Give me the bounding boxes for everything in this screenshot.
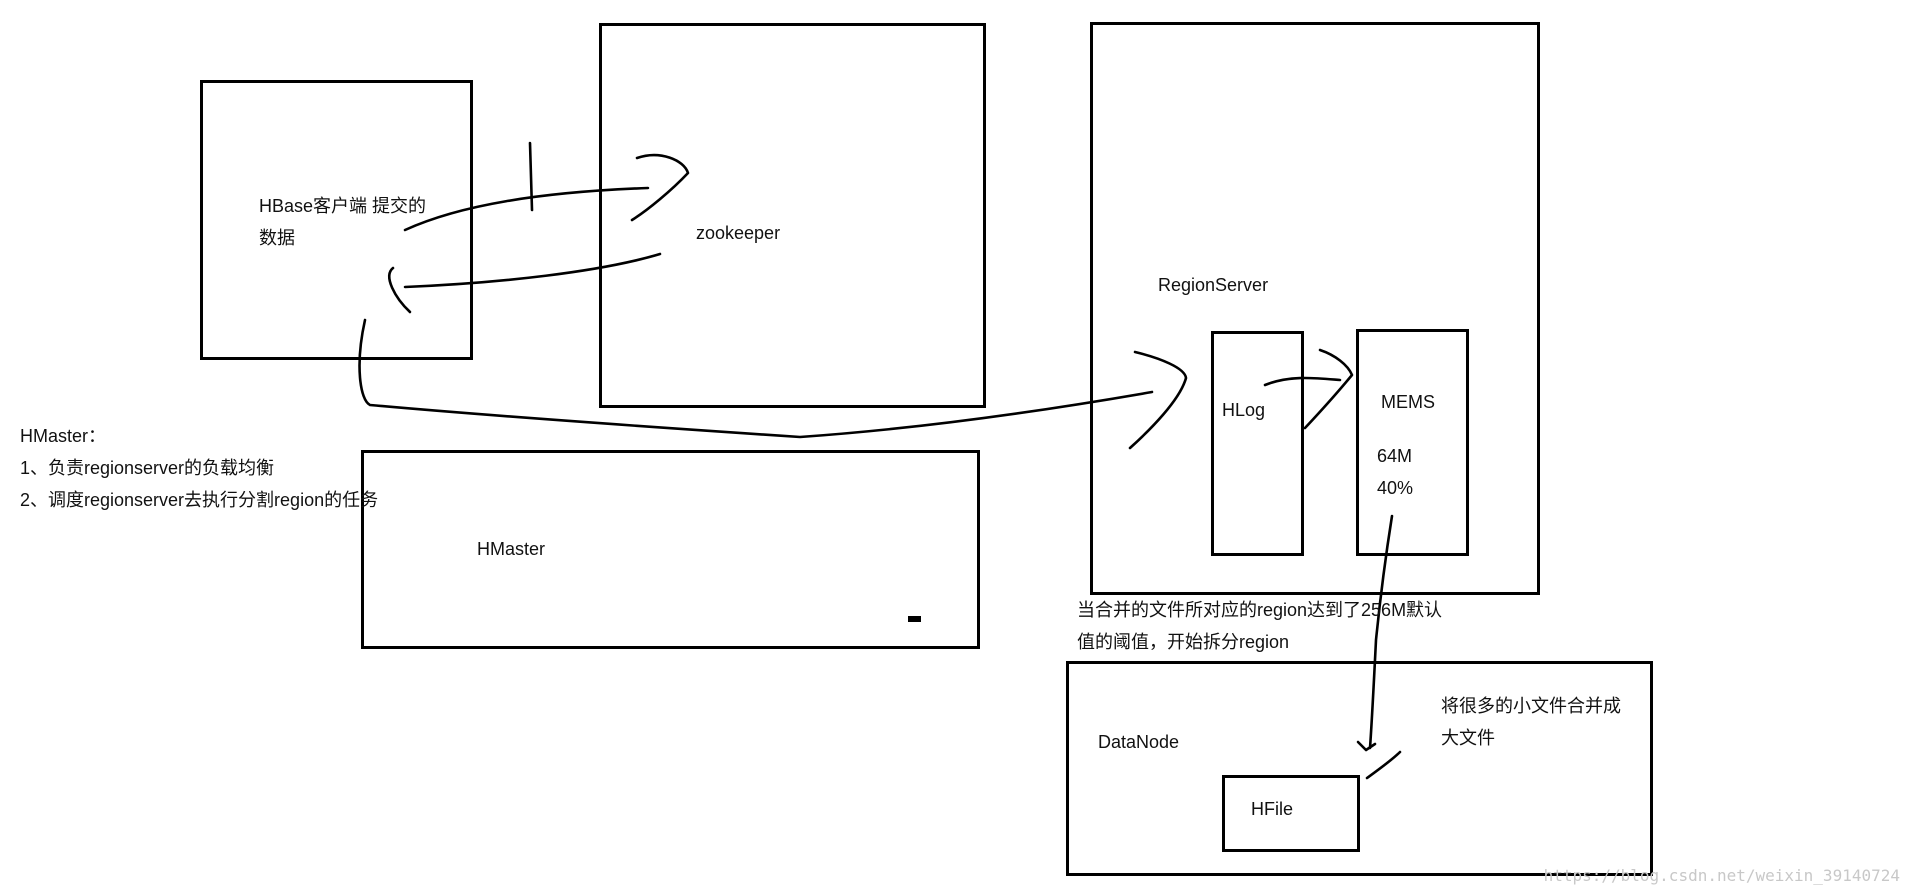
hlog-label: HLog bbox=[1222, 400, 1266, 420]
mems-percent: 40% bbox=[1377, 478, 1414, 498]
mems-size: 64M bbox=[1377, 446, 1413, 466]
hmaster-box bbox=[361, 450, 980, 649]
zookeeper-box bbox=[599, 23, 986, 408]
zookeeper-label: zookeeper bbox=[696, 223, 781, 243]
client-label-line-2: 数据 bbox=[259, 228, 295, 248]
mems-label: MEMS bbox=[1381, 392, 1435, 412]
hfile-box bbox=[1222, 775, 1360, 852]
merge-note-line-1: 将很多的小文件合并成 bbox=[1441, 696, 1621, 716]
split-note-line-1: 当合并的文件所对应的region达到了256M默认 bbox=[1077, 600, 1443, 620]
datanode-box bbox=[1066, 661, 1653, 876]
dash-mark bbox=[908, 616, 921, 622]
hmaster-notes-title: HMaster： bbox=[20, 426, 107, 446]
mems-box bbox=[1356, 329, 1469, 556]
tick-mark bbox=[528, 141, 534, 212]
hmaster-box-label: HMaster bbox=[477, 539, 546, 559]
client-label: HBase客户端 提交的 数据 bbox=[259, 190, 426, 254]
split-note-line-2: 值的阈值，开始拆分region bbox=[1077, 632, 1290, 652]
split-note: 当合并的文件所对应的region达到了256M默认 值的阈值，开始拆分regio… bbox=[1077, 594, 1442, 658]
hmaster-notes-item-2: 2、调度regionserver去执行分割region的任务 bbox=[20, 490, 379, 510]
hlog-box bbox=[1211, 331, 1304, 556]
client-label-line-1: HBase客户端 提交的 bbox=[259, 196, 427, 216]
regionserver-label: RegionServer bbox=[1158, 275, 1269, 295]
watermark: https://blog.csdn.net/weixin_39140724 bbox=[1543, 866, 1900, 885]
hmaster-notes: HMaster： 1、负责regionserver的负载均衡 2、调度regio… bbox=[20, 420, 378, 516]
hmaster-notes-item-1: 1、负责regionserver的负载均衡 bbox=[20, 458, 275, 478]
merge-note-line-2: 大文件 bbox=[1441, 728, 1495, 748]
regionserver-box bbox=[1090, 22, 1540, 595]
hfile-label: HFile bbox=[1251, 799, 1294, 819]
datanode-label: DataNode bbox=[1098, 732, 1180, 752]
merge-note: 将很多的小文件合并成 大文件 bbox=[1441, 690, 1621, 754]
